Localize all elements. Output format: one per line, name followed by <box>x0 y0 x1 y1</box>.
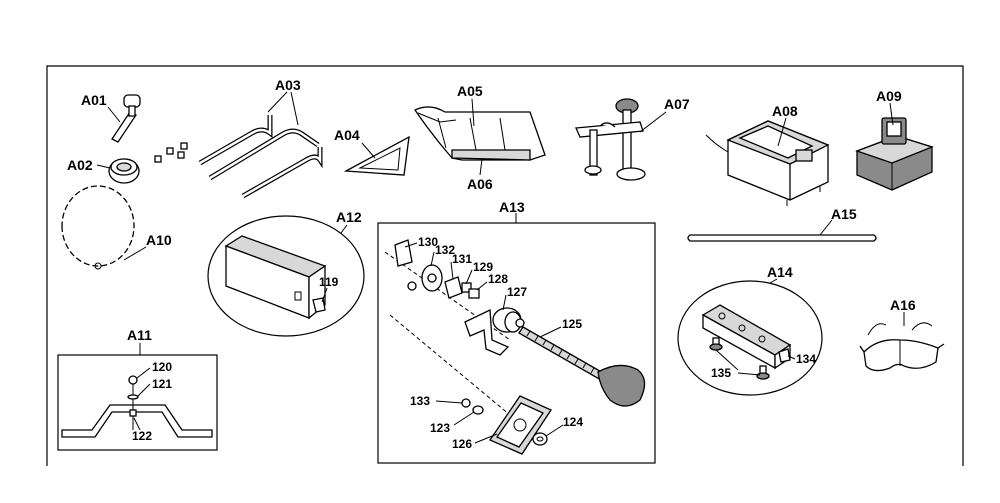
square-icon <box>343 135 410 176</box>
extension-rails-icon <box>164 98 323 199</box>
callout-130: 130 <box>418 235 438 249</box>
hex-key-icon <box>111 94 141 143</box>
saw-blade-icon <box>61 185 135 270</box>
callout-127: 127 <box>507 285 527 299</box>
safety-glasses-icon <box>859 322 945 372</box>
callout-126: 126 <box>452 437 472 451</box>
callout-A14: A14 <box>767 264 793 280</box>
callout-135: 135 <box>711 366 731 380</box>
callout-119: 119 <box>319 275 339 289</box>
callout-A07: A07 <box>664 96 690 112</box>
callout-132: 132 <box>435 243 455 257</box>
callout-A09: A09 <box>876 88 902 104</box>
callout-131: 131 <box>452 252 472 266</box>
callout-A08: A08 <box>772 103 798 119</box>
callout-120: 120 <box>152 360 172 374</box>
battery-icon <box>855 117 934 191</box>
collar-icon <box>108 158 140 184</box>
callout-134: 134 <box>796 352 816 366</box>
callout-A05: A05 <box>457 83 483 99</box>
callout-122: 122 <box>132 429 152 443</box>
callout-A01: A01 <box>81 92 107 108</box>
callout-A06: A06 <box>467 176 493 192</box>
callout-A11: A11 <box>127 327 152 343</box>
callout-A10: A10 <box>146 232 172 248</box>
diagram-frame <box>46 65 964 466</box>
callout-A12: A12 <box>336 209 362 225</box>
callout-125: 125 <box>562 317 582 331</box>
callout-133: 133 <box>410 394 430 408</box>
callout-A02: A02 <box>67 157 93 173</box>
callout-121: 121 <box>152 377 172 391</box>
fence-assembly-box <box>377 222 656 464</box>
screw-set-icon <box>154 142 188 163</box>
callout-124: 124 <box>563 415 583 429</box>
clamp-icon <box>575 98 646 181</box>
callout-128: 128 <box>488 272 508 286</box>
callout-A04: A04 <box>334 127 360 143</box>
callout-A03: A03 <box>275 77 301 93</box>
charger-icon <box>705 120 830 206</box>
callout-A16: A16 <box>890 297 916 313</box>
rod-icon <box>687 234 877 242</box>
callout-123: 123 <box>430 421 450 435</box>
bracket-detail-box <box>57 354 218 451</box>
dust-bag-icon <box>414 106 546 161</box>
callout-A15: A15 <box>831 206 857 222</box>
device-panel-detail <box>207 215 365 337</box>
rail-guide-detail <box>677 280 823 396</box>
callout-A13: A13 <box>499 199 525 215</box>
callout-129: 129 <box>473 260 493 274</box>
